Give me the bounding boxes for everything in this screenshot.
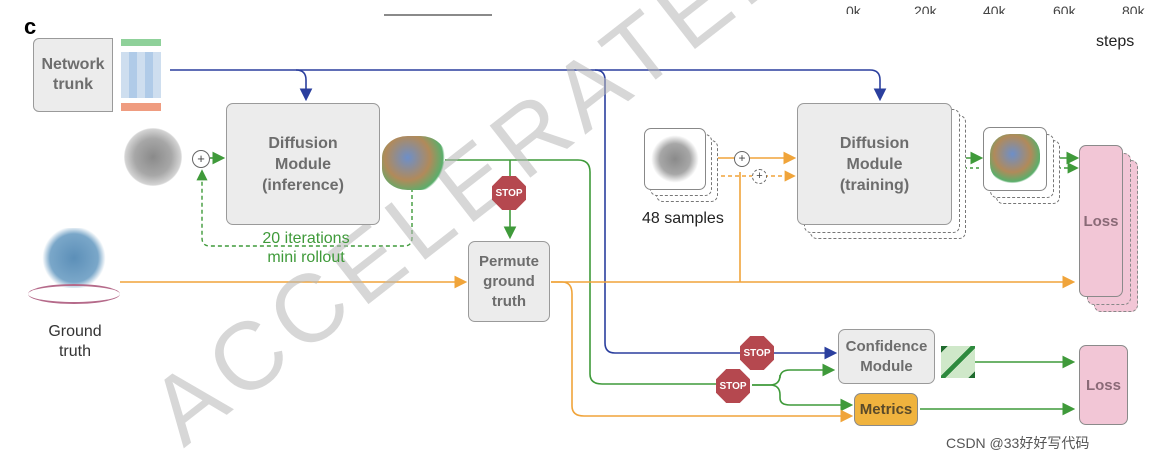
permute-ground-truth-box: Permute ground truth bbox=[468, 241, 550, 322]
add-noise-symbol-training: + bbox=[734, 151, 750, 167]
axis-tick-3: 60k bbox=[1053, 4, 1076, 14]
axis-tick-4: 80k bbox=[1122, 4, 1145, 14]
credit-text: CSDN @33好好写代码 bbox=[946, 435, 1090, 451]
metrics-label: Metrics bbox=[859, 401, 913, 418]
loss-top-label: Loss bbox=[1083, 212, 1119, 230]
network-trunk-label: Network trunk bbox=[41, 56, 105, 93]
axis-label: steps bbox=[1096, 33, 1135, 50]
axis-tick-2: 40k bbox=[983, 4, 1006, 14]
permute-label: Permute ground truth bbox=[478, 252, 540, 310]
panel-label: c bbox=[24, 14, 37, 39]
stop-label-3: STOP bbox=[719, 380, 747, 392]
confidence-label: Confidence Module bbox=[845, 337, 928, 375]
single-representation-bar bbox=[121, 39, 161, 46]
noisy-sample-card bbox=[644, 128, 706, 190]
loss-box-bottom: Loss bbox=[1079, 345, 1128, 425]
denoised-structure-card bbox=[983, 127, 1047, 191]
add-noise-symbol-training-2: + bbox=[752, 169, 767, 184]
add-noise-symbol: + bbox=[192, 150, 210, 168]
stop-sign-gradient-3: STOP bbox=[716, 369, 750, 403]
diffusion-inference-label: Diffusion Module (inference) bbox=[262, 134, 344, 194]
pair-representation-matrix bbox=[121, 52, 161, 98]
samples-label: 48 samples bbox=[642, 210, 724, 227]
predicted-structure-image bbox=[382, 136, 446, 190]
stop-label-1: STOP bbox=[495, 187, 523, 199]
diffusion-module-training: Diffusion Module (training) bbox=[797, 103, 952, 225]
loss-bottom-label: Loss bbox=[1085, 376, 1121, 394]
network-trunk-box: Network trunk bbox=[33, 38, 113, 112]
stop-sign-gradient-1: STOP bbox=[492, 176, 526, 210]
ground-truth-structure-image bbox=[28, 228, 120, 320]
rollout-note: 20 iterations mini rollout bbox=[262, 230, 350, 266]
diffusion-module-inference: Diffusion Module (inference) bbox=[226, 103, 380, 225]
loss-box-top: Loss bbox=[1079, 145, 1123, 297]
ground-truth-label: Ground truth bbox=[48, 323, 102, 360]
trunk-connection-lines bbox=[170, 69, 887, 360]
noise-cloud-image bbox=[124, 128, 182, 186]
stop-sign-gradient-2: STOP bbox=[740, 336, 774, 370]
rollout-loop-line bbox=[196, 160, 1079, 247]
confidence-heatmap bbox=[941, 346, 975, 378]
metrics-box: Metrics bbox=[854, 393, 918, 426]
stop-label-2: STOP bbox=[743, 347, 771, 359]
ground-truth-lines bbox=[120, 151, 1076, 423]
axis-tick-0: 0k bbox=[846, 4, 861, 14]
confidence-module-box: Confidence Module bbox=[838, 329, 935, 384]
representation-bar-bottom bbox=[121, 103, 161, 111]
diffusion-training-label: Diffusion Module (training) bbox=[839, 134, 910, 194]
axis-tick-1: 20k bbox=[914, 4, 937, 14]
